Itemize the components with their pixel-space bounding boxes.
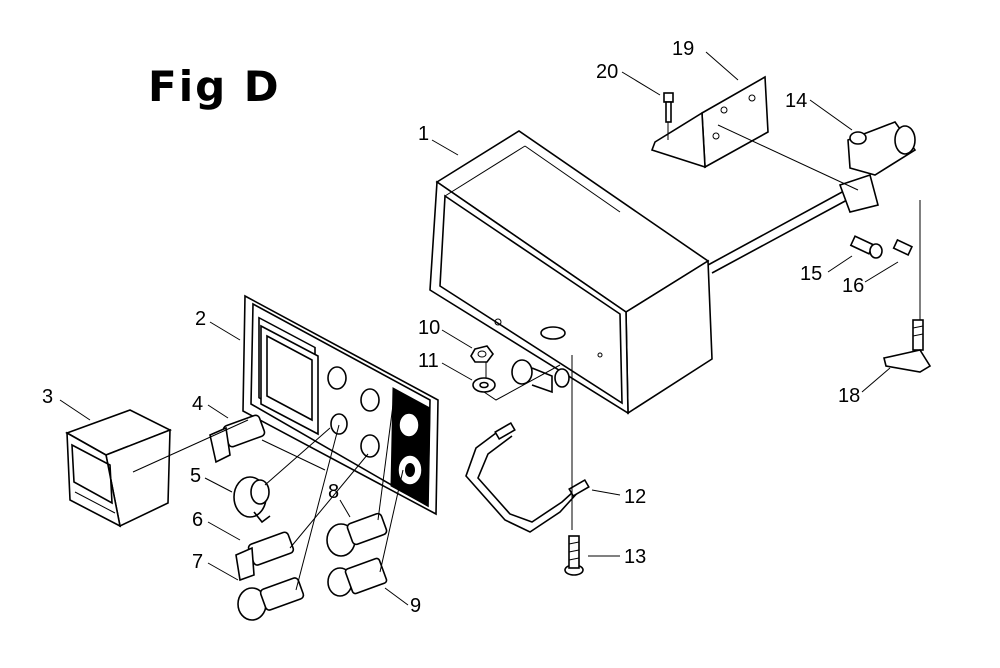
switch-knob-4 bbox=[209, 414, 266, 464]
callout-13: 13 bbox=[624, 546, 646, 568]
lever-18 bbox=[883, 319, 932, 373]
callout-labels: 1 2 3 4 5 6 7 8 9 10 11 12 13 14 15 16 1… bbox=[42, 38, 864, 617]
callout-4: 4 bbox=[192, 393, 203, 415]
callout-16: 16 bbox=[842, 275, 864, 297]
pilot-lamp-7 bbox=[237, 577, 305, 621]
callout-14: 14 bbox=[785, 90, 807, 112]
washer-11 bbox=[472, 377, 496, 393]
screw-20 bbox=[663, 92, 674, 123]
callout-3: 3 bbox=[42, 386, 53, 408]
screw-13 bbox=[564, 535, 584, 576]
handle-12 bbox=[465, 421, 590, 533]
callout-10: 10 bbox=[418, 317, 440, 339]
pilot-lamp-8 bbox=[326, 512, 388, 557]
callout-7: 7 bbox=[192, 551, 203, 573]
callout-11: 11 bbox=[418, 350, 439, 372]
callout-2: 2 bbox=[195, 308, 206, 330]
callout-1: 1 bbox=[418, 123, 429, 145]
callout-15: 15 bbox=[800, 263, 822, 285]
callout-9: 9 bbox=[410, 595, 421, 617]
setscrew-16 bbox=[892, 238, 914, 256]
controller-display bbox=[65, 409, 172, 528]
leader-lines bbox=[59, 51, 899, 606]
rotary-knob-5 bbox=[233, 476, 271, 524]
front-panel bbox=[242, 294, 439, 516]
figure-title: Fig D bbox=[148, 62, 281, 111]
callout-5: 5 bbox=[190, 465, 201, 487]
bracket-19 bbox=[650, 75, 769, 169]
push-switch-9 bbox=[327, 557, 388, 597]
switch-knob-6 bbox=[235, 531, 295, 582]
callout-18: 18 bbox=[838, 385, 860, 407]
assembly-lines bbox=[132, 122, 921, 591]
callout-20: 20 bbox=[596, 61, 618, 83]
enclosure-box bbox=[429, 130, 713, 415]
bolt-15 bbox=[849, 235, 883, 259]
callout-6: 6 bbox=[192, 509, 203, 531]
callout-12: 12 bbox=[624, 486, 646, 508]
callout-8: 8 bbox=[328, 481, 339, 503]
callout-19: 19 bbox=[672, 38, 694, 60]
support-arm-14 bbox=[707, 121, 917, 274]
nut-10 bbox=[470, 345, 494, 363]
